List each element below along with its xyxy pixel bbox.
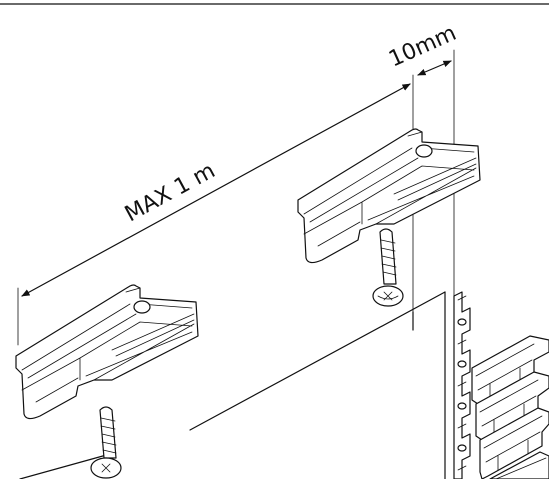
mounting-clip-left [15, 284, 199, 420]
max-1m-label: MAX 1 m [121, 158, 220, 227]
screw-left [90, 406, 122, 479]
mounting-clip-right [297, 128, 481, 264]
10mm-label: 10mm [385, 21, 460, 73]
profile-rail-4 [489, 451, 549, 479]
max-1m-dimension-arrow [21, 83, 411, 297]
profile-rail-1 [471, 335, 549, 405]
screw-right [372, 228, 404, 307]
profile-rail-3 [479, 407, 549, 479]
10mm-dimension-arrow [417, 60, 452, 76]
wall-panel [19, 291, 446, 479]
profile-rail-stack [453, 291, 471, 479]
profile-rail-2 [475, 371, 549, 441]
